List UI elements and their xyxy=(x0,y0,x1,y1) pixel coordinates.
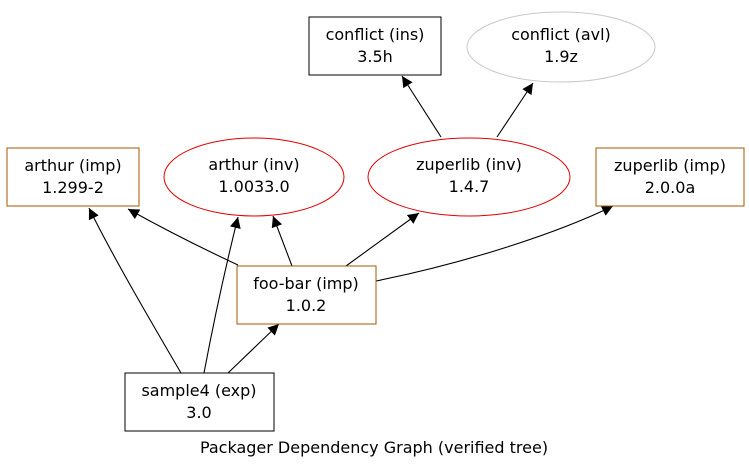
node-sample4-exp-name: sample4 (exp) xyxy=(141,381,256,400)
node-arthur-inv-name: arthur (inv) xyxy=(208,155,299,174)
node-zuperlib-imp: zuperlib (imp) 2.0.0a xyxy=(595,147,745,207)
edge-foobar-to-zuperlib-imp xyxy=(375,205,614,282)
node-sample4-exp-version: 3.0 xyxy=(186,403,211,422)
edge-sample4-to-arthur-imp xyxy=(88,207,182,374)
edge-foobar-to-arthur-imp xyxy=(127,208,239,266)
node-arthur-imp-name: arthur (imp) xyxy=(24,156,121,175)
edge-sample4-to-foobar xyxy=(227,323,280,374)
graph-caption: Packager Dependency Graph (verified tree… xyxy=(200,438,548,457)
node-arthur-imp: arthur (imp) 1.299-2 xyxy=(6,147,140,207)
node-foobar-imp: foo-bar (imp) 1.0.2 xyxy=(236,265,377,325)
node-conflict-ins-version: 3.5h xyxy=(357,47,393,66)
node-arthur-inv-version: 1.0033.0 xyxy=(218,177,289,196)
node-zuperlib-inv-name: zuperlib (inv) xyxy=(416,155,522,174)
node-conflict-avl: conflict (avl) 1.9z xyxy=(466,11,656,83)
edge-zuperlib-inv-to-conflict-ins xyxy=(401,75,442,138)
edges xyxy=(88,75,614,374)
node-arthur-imp-version: 1.299-2 xyxy=(42,178,104,197)
node-zuperlib-imp-name: zuperlib (imp) xyxy=(614,156,726,175)
node-zuperlib-imp-version: 2.0.0a xyxy=(645,178,696,197)
node-foobar-imp-name: foo-bar (imp) xyxy=(253,274,359,293)
node-conflict-avl-name: conflict (avl) xyxy=(511,25,611,44)
node-conflict-avl-version: 1.9z xyxy=(544,47,578,66)
edge-zuperlib-inv-to-conflict-avl xyxy=(496,82,534,138)
node-zuperlib-inv-version: 1.4.7 xyxy=(449,177,490,196)
node-conflict-ins-name: conflict (ins) xyxy=(326,25,425,44)
node-arthur-inv: arthur (inv) 1.0033.0 xyxy=(163,137,345,217)
node-foobar-imp-version: 1.0.2 xyxy=(286,296,327,315)
node-sample4-exp: sample4 (exp) 3.0 xyxy=(124,372,275,432)
edge-sample4-to-arthur-inv xyxy=(203,216,241,374)
edge-foobar-to-arthur-inv xyxy=(271,215,293,267)
edge-foobar-to-zuperlib-inv xyxy=(345,212,420,267)
node-zuperlib-inv: zuperlib (inv) 1.4.7 xyxy=(367,137,571,217)
node-conflict-ins: conflict (ins) 3.5h xyxy=(308,16,442,76)
